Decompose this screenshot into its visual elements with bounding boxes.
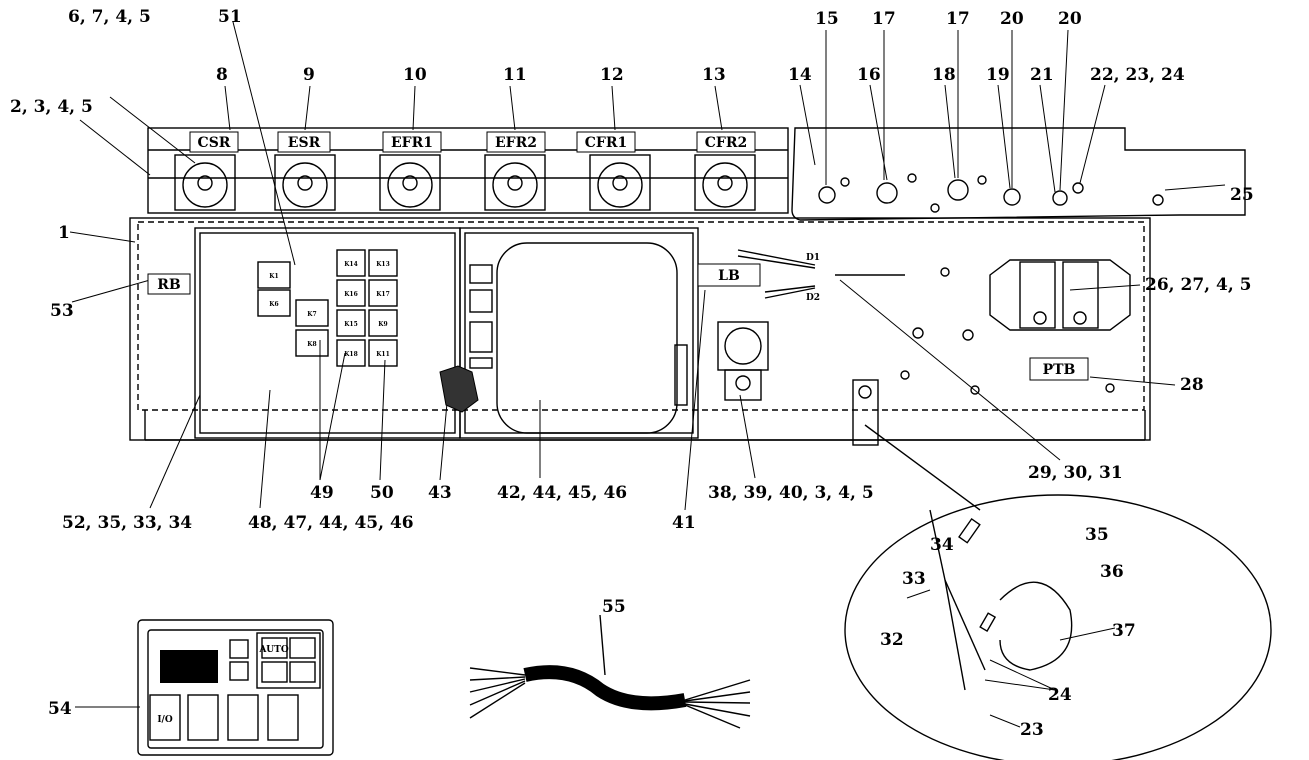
callout-13: 13 bbox=[702, 65, 726, 85]
callout-29-30-31: 29, 30, 31 bbox=[1028, 463, 1123, 483]
callout-19: 19 bbox=[986, 65, 1010, 85]
label-esr: ESR bbox=[288, 135, 321, 151]
label-csr: CSR bbox=[198, 135, 231, 151]
bracket-plate bbox=[791, 127, 1246, 221]
relay-socket-cfr1 bbox=[589, 154, 651, 211]
callout-51: 51 bbox=[218, 7, 242, 27]
label-lb: LB bbox=[718, 268, 740, 284]
relay-socket-esr bbox=[274, 154, 336, 211]
label-cfr1: CFR1 bbox=[585, 135, 627, 151]
callout-37: 37 bbox=[1112, 621, 1136, 641]
callout-8: 8 bbox=[216, 65, 228, 85]
callout-12: 12 bbox=[600, 65, 624, 85]
callout-41: 41 bbox=[672, 513, 696, 533]
relay-label: K13 bbox=[376, 261, 390, 268]
callout-42-44-45-46: 42, 44, 45, 46 bbox=[497, 483, 627, 503]
callout-52-35-33-34: 52, 35, 33, 34 bbox=[62, 513, 192, 533]
receptacle-connector bbox=[717, 321, 769, 401]
callout-35: 35 bbox=[1085, 525, 1109, 545]
module-housing bbox=[496, 242, 678, 434]
leader-lines bbox=[69, 21, 1226, 728]
callout-9: 9 bbox=[303, 65, 315, 85]
callout-28: 28 bbox=[1180, 375, 1204, 395]
relay-socket-cfr2 bbox=[694, 154, 756, 211]
keypad-on-off-label: I/O bbox=[157, 715, 172, 725]
callout-18: 18 bbox=[932, 65, 956, 85]
electronic-module-board bbox=[459, 227, 699, 439]
label-d2: D2 bbox=[806, 293, 820, 303]
callout-24: 24 bbox=[1048, 685, 1072, 705]
callout-54: 54 bbox=[48, 699, 72, 719]
callout-23: 23 bbox=[1020, 720, 1044, 740]
callout-36: 36 bbox=[1100, 562, 1124, 582]
callout-2-3-4-5: 2, 3, 4, 5 bbox=[10, 97, 93, 117]
callout-20-a: 20 bbox=[1000, 9, 1024, 29]
callout-33: 33 bbox=[902, 569, 926, 589]
callout-25: 25 bbox=[1230, 185, 1254, 205]
callout-6-7-4-5: 6, 7, 4, 5 bbox=[68, 7, 151, 27]
callout-20-b: 20 bbox=[1058, 9, 1082, 29]
keypad-auto-label: AUTO bbox=[258, 645, 289, 655]
module-connector bbox=[439, 365, 479, 413]
label-ptb: PTB bbox=[1043, 362, 1076, 378]
label-cfr2: CFR2 bbox=[705, 135, 747, 151]
control-keypad bbox=[137, 619, 334, 756]
label-d1: D1 bbox=[806, 253, 820, 263]
callout-22-23-24: 22, 23, 24 bbox=[1090, 65, 1185, 85]
power-terminal-block bbox=[989, 259, 1131, 331]
relay-socket-efr1 bbox=[379, 154, 441, 211]
callout-43: 43 bbox=[428, 483, 452, 503]
callout-15: 15 bbox=[815, 9, 839, 29]
top-rail bbox=[147, 127, 789, 214]
main-panel bbox=[129, 217, 1151, 441]
relay-label: K6 bbox=[269, 301, 278, 308]
relay-label: K11 bbox=[376, 351, 390, 358]
callout-32: 32 bbox=[880, 630, 904, 650]
relay-label: K7 bbox=[307, 311, 316, 318]
callout-1: 1 bbox=[58, 223, 70, 243]
wire-harness bbox=[469, 614, 751, 729]
callout-50: 50 bbox=[370, 483, 394, 503]
bracket-holes bbox=[818, 173, 1164, 213]
callout-14: 14 bbox=[788, 65, 812, 85]
callout-21: 21 bbox=[1030, 65, 1054, 85]
callout-10: 10 bbox=[403, 65, 427, 85]
label-rb: RB bbox=[157, 277, 181, 293]
label-efr2: EFR2 bbox=[495, 135, 537, 151]
label-efr1: EFR1 bbox=[391, 135, 433, 151]
relay-label: K15 bbox=[344, 321, 358, 328]
diode-leads bbox=[737, 249, 905, 299]
ground-bracket bbox=[852, 379, 879, 446]
detail-inset bbox=[844, 494, 1272, 760]
callout-16: 16 bbox=[857, 65, 881, 85]
callout-17-a: 17 bbox=[872, 9, 896, 29]
relay-label: K17 bbox=[376, 291, 390, 298]
inner-dashed-border bbox=[137, 221, 1145, 411]
callout-11: 11 bbox=[503, 65, 527, 85]
relay-socket-csr bbox=[174, 154, 236, 211]
callout-17-b: 17 bbox=[946, 9, 970, 29]
callout-38-39-40-3-4-5: 38, 39, 40, 3, 4, 5 bbox=[708, 483, 874, 503]
relay-label: K8 bbox=[307, 341, 316, 348]
relay-label: K14 bbox=[344, 261, 358, 268]
relay-label: K1 bbox=[269, 273, 278, 280]
relay-socket-efr2 bbox=[484, 154, 546, 211]
relay-label: K16 bbox=[344, 291, 358, 298]
callout-53: 53 bbox=[50, 301, 74, 321]
callout-48-47-44-45-46: 48, 47, 44, 45, 46 bbox=[248, 513, 414, 533]
relay-label: K18 bbox=[344, 351, 358, 358]
callout-34: 34 bbox=[930, 535, 954, 555]
callout-55: 55 bbox=[602, 597, 626, 617]
callout-49: 49 bbox=[310, 483, 334, 503]
relay-label: K9 bbox=[378, 321, 387, 328]
keypad-display bbox=[160, 650, 218, 683]
callout-26-27-4-5: 26, 27, 4, 5 bbox=[1145, 275, 1251, 295]
